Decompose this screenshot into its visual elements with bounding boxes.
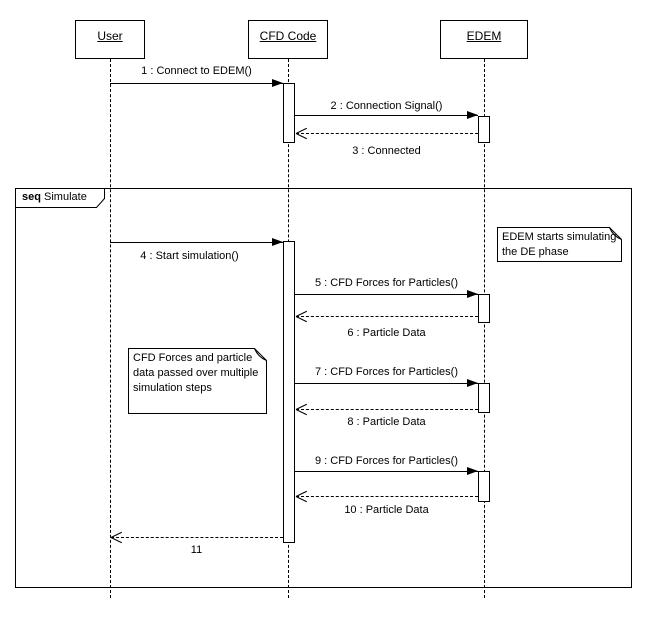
note-icon <box>497 227 622 262</box>
note-line: EDEM starts simulating <box>502 231 617 243</box>
activation-bar-edem-2 <box>478 294 490 323</box>
message-5-line <box>295 294 478 295</box>
lifeline-edem <box>484 59 485 598</box>
message-9-label: 9 : CFD Forces for Particles() <box>314 455 459 467</box>
message-10-line <box>296 496 478 497</box>
actor-box-edem: EDEM <box>440 20 528 59</box>
note-line: data passed over multiple <box>133 367 259 379</box>
note-text: CFD Forces and particle data passed over… <box>133 351 258 396</box>
activation-bar-edem-4 <box>478 471 490 502</box>
activation-bar-cfd-2 <box>283 241 295 543</box>
message-7-line <box>295 383 478 384</box>
fragment-pentagon-icon <box>15 188 105 208</box>
filled-arrowhead-icon <box>467 379 478 387</box>
message-2-label: 2 : Connection Signal() <box>330 100 443 112</box>
open-arrowhead-icon <box>111 531 123 544</box>
message-3-label: 3 : Connected <box>352 145 421 157</box>
message-6-line <box>296 316 478 317</box>
fragment-label: seq Simulate <box>22 191 87 203</box>
filled-arrowhead-icon <box>467 467 478 475</box>
activation-bar-edem-3 <box>478 383 490 413</box>
message-11-line <box>111 537 283 538</box>
note-line: simulation steps <box>133 382 212 394</box>
fragment-operator: seq <box>22 191 41 203</box>
note-edem-starts-simulating: EDEM starts simulating the DE phase <box>497 227 622 262</box>
open-arrowhead-icon <box>296 310 308 323</box>
open-arrowhead-icon <box>296 127 308 140</box>
message-1-label: 1 : Connect to EDEM() <box>141 65 252 77</box>
actor-label-edem: EDEM <box>466 29 502 43</box>
message-10-label: 10 : Particle Data <box>344 504 429 516</box>
actor-box-user: User <box>75 20 145 59</box>
message-2-line <box>295 115 478 116</box>
message-8-line <box>296 409 478 410</box>
note-line: CFD Forces and particle <box>133 352 253 364</box>
message-7-label: 7 : CFD Forces for Particles() <box>314 366 459 378</box>
open-arrowhead-icon <box>296 403 308 416</box>
message-4-line <box>110 242 283 243</box>
seq-fragment-tab: seq Simulate <box>15 188 105 208</box>
activation-bar-edem-1 <box>478 116 490 143</box>
actor-label-user: User <box>97 29 123 43</box>
filled-arrowhead-icon <box>467 290 478 298</box>
message-4-label: 4 : Start simulation() <box>140 250 239 262</box>
filled-arrowhead-icon <box>467 111 478 119</box>
note-text: EDEM starts simulating the DE phase <box>502 230 616 260</box>
message-11-label: 11 <box>190 544 203 556</box>
lifeline-user <box>110 59 111 598</box>
message-5-label: 5 : CFD Forces for Particles() <box>314 277 459 289</box>
message-6-label: 6 : Particle Data <box>347 327 426 339</box>
note-icon <box>128 348 267 414</box>
actor-box-cfd-code: CFD Code <box>248 20 328 59</box>
message-3-line <box>296 133 478 134</box>
note-cfd-forces-passed: CFD Forces and particle data passed over… <box>128 348 267 414</box>
seq-fragment-frame: seq Simulate <box>15 188 632 588</box>
message-8-label: 8 : Particle Data <box>347 416 426 428</box>
filled-arrowhead-icon <box>272 238 283 246</box>
message-9-line <box>295 471 478 472</box>
note-line: the DE phase <box>502 246 569 258</box>
open-arrowhead-icon <box>296 490 308 503</box>
actor-label-cfd-code: CFD Code <box>259 29 317 43</box>
filled-arrowhead-icon <box>272 79 283 87</box>
message-1-line <box>110 83 283 84</box>
activation-bar-cfd-1 <box>283 83 295 143</box>
fragment-name: Simulate <box>44 191 87 203</box>
